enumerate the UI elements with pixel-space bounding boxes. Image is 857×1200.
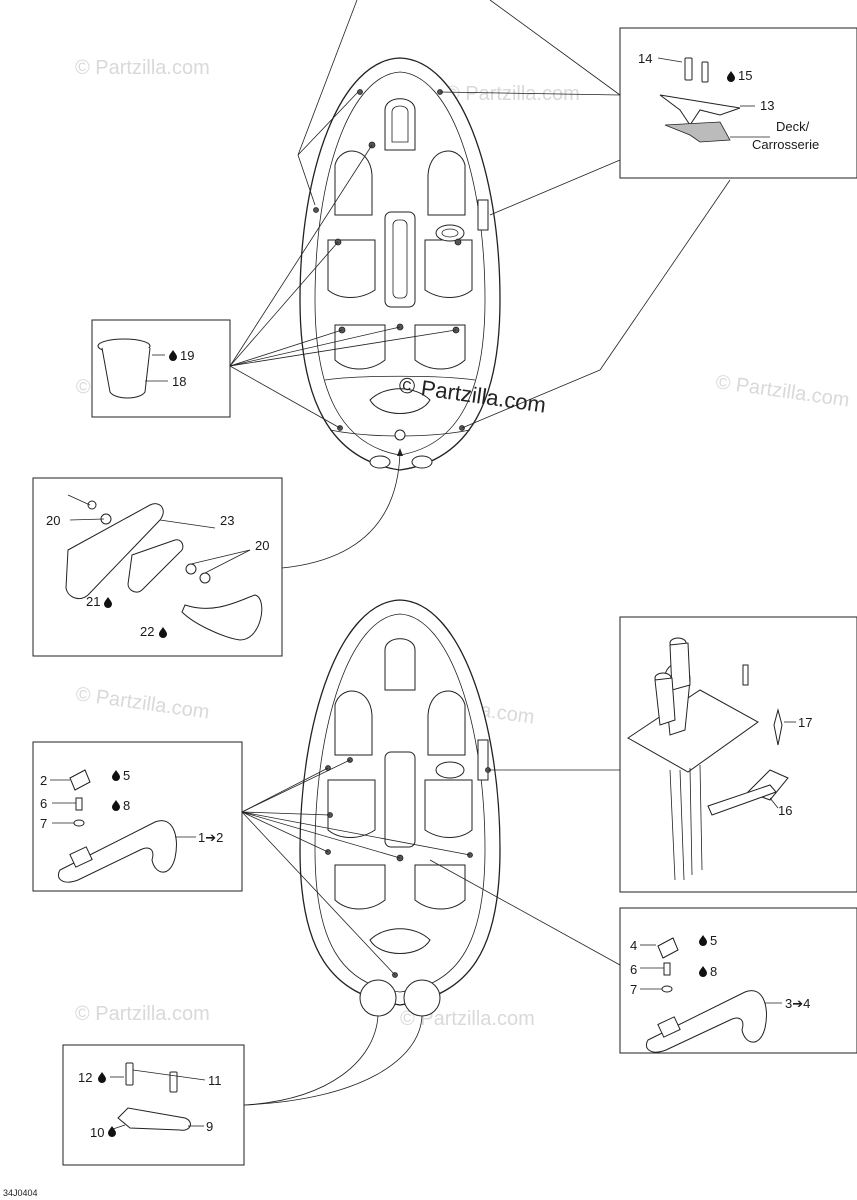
tow-eye-box: 20 23 20 21 22 bbox=[32, 477, 283, 657]
leader-lines-top bbox=[229, 0, 731, 569]
callout-13: 13 bbox=[760, 98, 774, 113]
callout-8: 8 bbox=[710, 964, 717, 979]
handle-box-right: 4 5 6 8 7 3➔4 bbox=[619, 907, 857, 1054]
callout-18: 18 bbox=[172, 374, 186, 389]
handle-box-left: 2 5 6 8 7 1➔2 bbox=[32, 741, 243, 892]
callout-8: 8 bbox=[123, 798, 130, 813]
callout-6: 6 bbox=[40, 796, 47, 811]
boat-hull-top bbox=[299, 57, 501, 471]
watermark: © Partzilla.com bbox=[714, 371, 851, 412]
watermark: © Partzilla.com bbox=[75, 1003, 210, 1025]
callout-6: 6 bbox=[630, 962, 637, 977]
callout-22: 22 bbox=[140, 624, 154, 639]
callout-19: 19 bbox=[180, 348, 194, 363]
callout-10: 10 bbox=[90, 1125, 104, 1140]
shifter-box: 17 16 bbox=[619, 616, 857, 893]
callout-14: 14 bbox=[638, 51, 652, 66]
callout-4: 4 bbox=[630, 938, 637, 953]
callout-7: 7 bbox=[40, 816, 47, 831]
watermark: © Partzilla.com bbox=[74, 683, 211, 724]
callout-2: 2 bbox=[40, 773, 47, 788]
bracket-box: 12 11 10 9 bbox=[62, 1044, 245, 1166]
callout-5: 5 bbox=[710, 933, 717, 948]
callout-9: 9 bbox=[206, 1119, 213, 1134]
callout-7: 7 bbox=[630, 982, 637, 997]
callout-1-to-2: 1➔2 bbox=[198, 830, 223, 845]
callout-23: 23 bbox=[220, 513, 234, 528]
callout-16: 16 bbox=[778, 803, 792, 818]
figure-code: 34J0404 bbox=[3, 1188, 38, 1198]
watermark: © Partzilla.com bbox=[400, 1008, 535, 1030]
leader-lines-bottom bbox=[241, 759, 621, 1106]
callout-20: 20 bbox=[46, 513, 60, 528]
callout-21: 21 bbox=[86, 594, 100, 609]
callout-11: 11 bbox=[208, 1073, 222, 1088]
callout-12: 12 bbox=[78, 1070, 92, 1085]
cup-holder-box: 19 18 bbox=[91, 319, 231, 418]
callout-17: 17 bbox=[798, 715, 812, 730]
callout-15: 15 bbox=[738, 68, 752, 83]
callout-3-to-4: 3➔4 bbox=[785, 996, 810, 1011]
cleat-parts-box: 14 15 13 Deck/ Carrosserie bbox=[619, 27, 857, 179]
boat-hull-bottom bbox=[299, 599, 501, 1017]
watermark: © Partzilla.com bbox=[445, 83, 580, 105]
label-carrosserie: Carrosserie bbox=[752, 137, 819, 152]
label-deck: Deck/ bbox=[776, 119, 810, 134]
callout-5: 5 bbox=[123, 768, 130, 783]
watermark: © Partzilla.com bbox=[75, 57, 210, 79]
callout-20: 20 bbox=[255, 538, 269, 553]
